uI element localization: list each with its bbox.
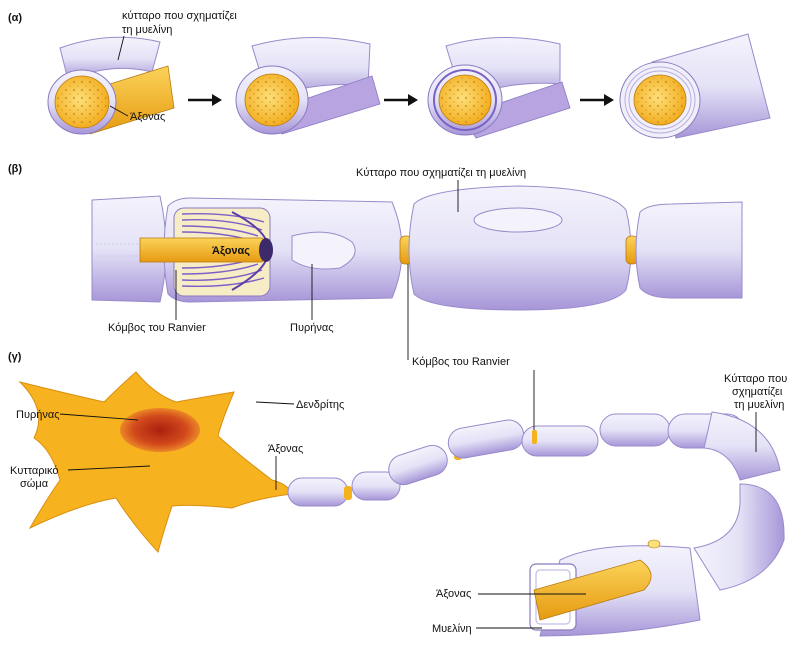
myelin-segment [694, 484, 784, 590]
label-a-axon: Άξονας [130, 111, 165, 123]
myelin-sheath-right [636, 202, 742, 298]
label-b-axon: Άξονας [212, 245, 250, 257]
label-c-myelin-cell-3: τη μυελίνη [734, 399, 784, 411]
myelin-segment [385, 441, 451, 488]
arrow-3 [580, 94, 614, 106]
axon-end [259, 238, 273, 262]
schwann-nucleus [292, 232, 355, 269]
axon-texture [636, 77, 684, 123]
label-b-node-right: Κόμβος του Ranvier [412, 356, 510, 368]
axon-myelin-chain [288, 412, 784, 636]
axon-texture [441, 77, 489, 123]
neuron-cell-body [20, 372, 292, 552]
panel-b-tag: (β) [8, 163, 22, 175]
label-b-nucleus: Πυρήνας [290, 322, 334, 334]
leader-c-dendrite [256, 402, 294, 404]
label-c-nucleus: Πυρήνας [16, 409, 60, 421]
panel-a-tag: (α) [8, 12, 22, 24]
wrap-stage-2 [236, 37, 380, 134]
label-c-axon: Άξονας [268, 443, 303, 455]
wrap-stage-3 [428, 37, 570, 138]
myelinated-axon-section [92, 186, 742, 310]
label-c-myelin: Μυελίνη [432, 623, 472, 635]
myelin-segment [446, 418, 526, 461]
label-c-cell-body-2: σώμα [20, 478, 49, 490]
arrow-2 [384, 94, 418, 106]
label-b-myelin-cell: Κύτταρο που σχηματίζει τη μυελίνη [356, 167, 526, 179]
neuron-nucleus [120, 408, 200, 452]
myelin-cell-second [409, 186, 631, 310]
label-a-myelin-cell-2: τη μυελίνη [122, 24, 172, 36]
node-of-ranvier [532, 430, 537, 444]
schwann-nucleus-2 [474, 208, 562, 232]
myelin-segment [600, 414, 670, 446]
axon-texture [57, 78, 107, 126]
label-a-myelin-cell-1: κύτταρο που σχηματίζει [122, 10, 237, 22]
panel-c-tag: (γ) [8, 351, 22, 363]
label-c-axon-cut: Άξονας [436, 588, 471, 600]
myelin-segment [704, 412, 780, 480]
label-c-myelin-cell-2: σχηματίζει [732, 386, 783, 398]
wrap-stage-4 [620, 34, 770, 138]
axon-texture [247, 76, 297, 124]
label-c-dendrite: Δενδρίτης [296, 399, 344, 411]
label-c-myelin-cell-1: Κύτταρο που [724, 373, 787, 385]
label-c-cell-body-1: Κυτταρικό [10, 465, 58, 477]
label-b-node-left: Κόμβος του Ranvier [108, 322, 206, 334]
axon-tip [648, 540, 660, 548]
myelin-segment [288, 478, 348, 506]
arrow-1 [188, 94, 222, 106]
node-of-ranvier [344, 486, 352, 500]
